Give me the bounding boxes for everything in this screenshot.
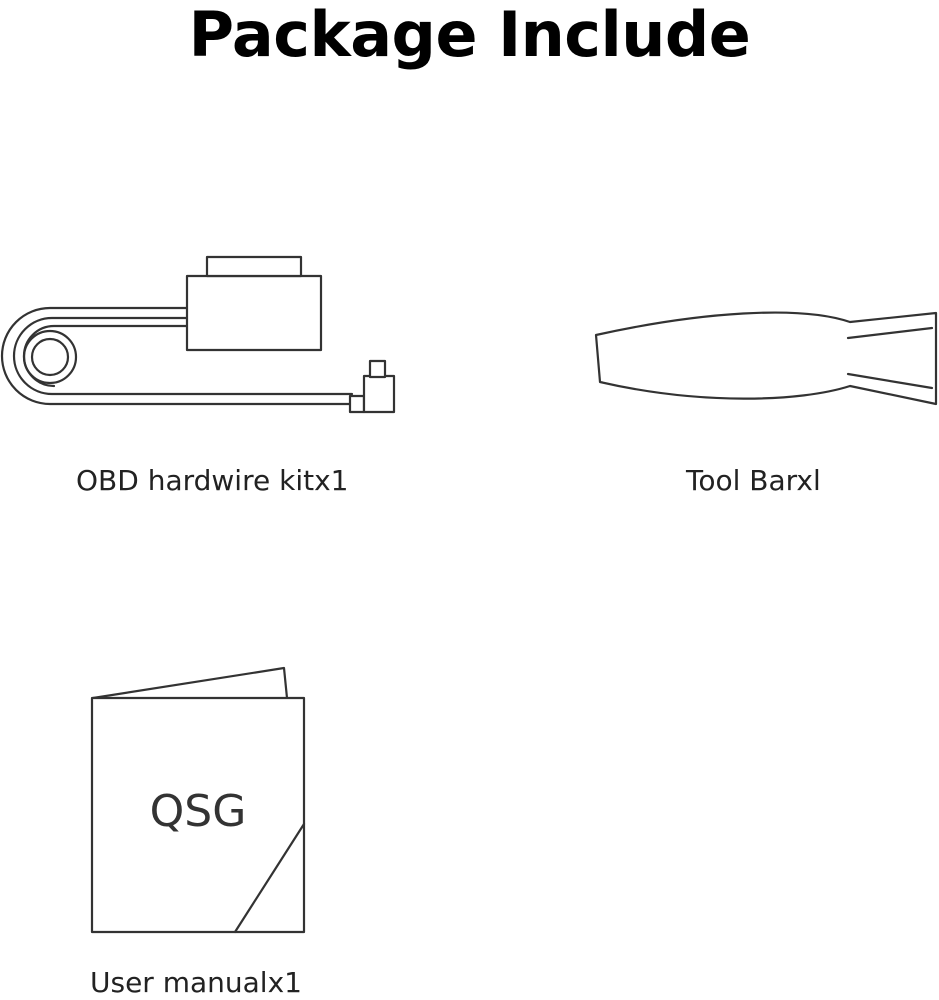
pry-tool-bar-icon	[594, 311, 938, 406]
obd-hardwire-kit-icon	[0, 255, 396, 414]
page-title: Package Include	[188, 0, 751, 71]
booklet-cover-text: QSG	[150, 786, 247, 837]
item-label-tool-bar: Tool Barxl	[686, 464, 821, 497]
item-label-obd: OBD hardwire kitx1	[76, 464, 349, 497]
item-label-user-manual: User manualx1	[90, 966, 302, 999]
user-manual-booklet-icon: QSG	[90, 666, 306, 934]
